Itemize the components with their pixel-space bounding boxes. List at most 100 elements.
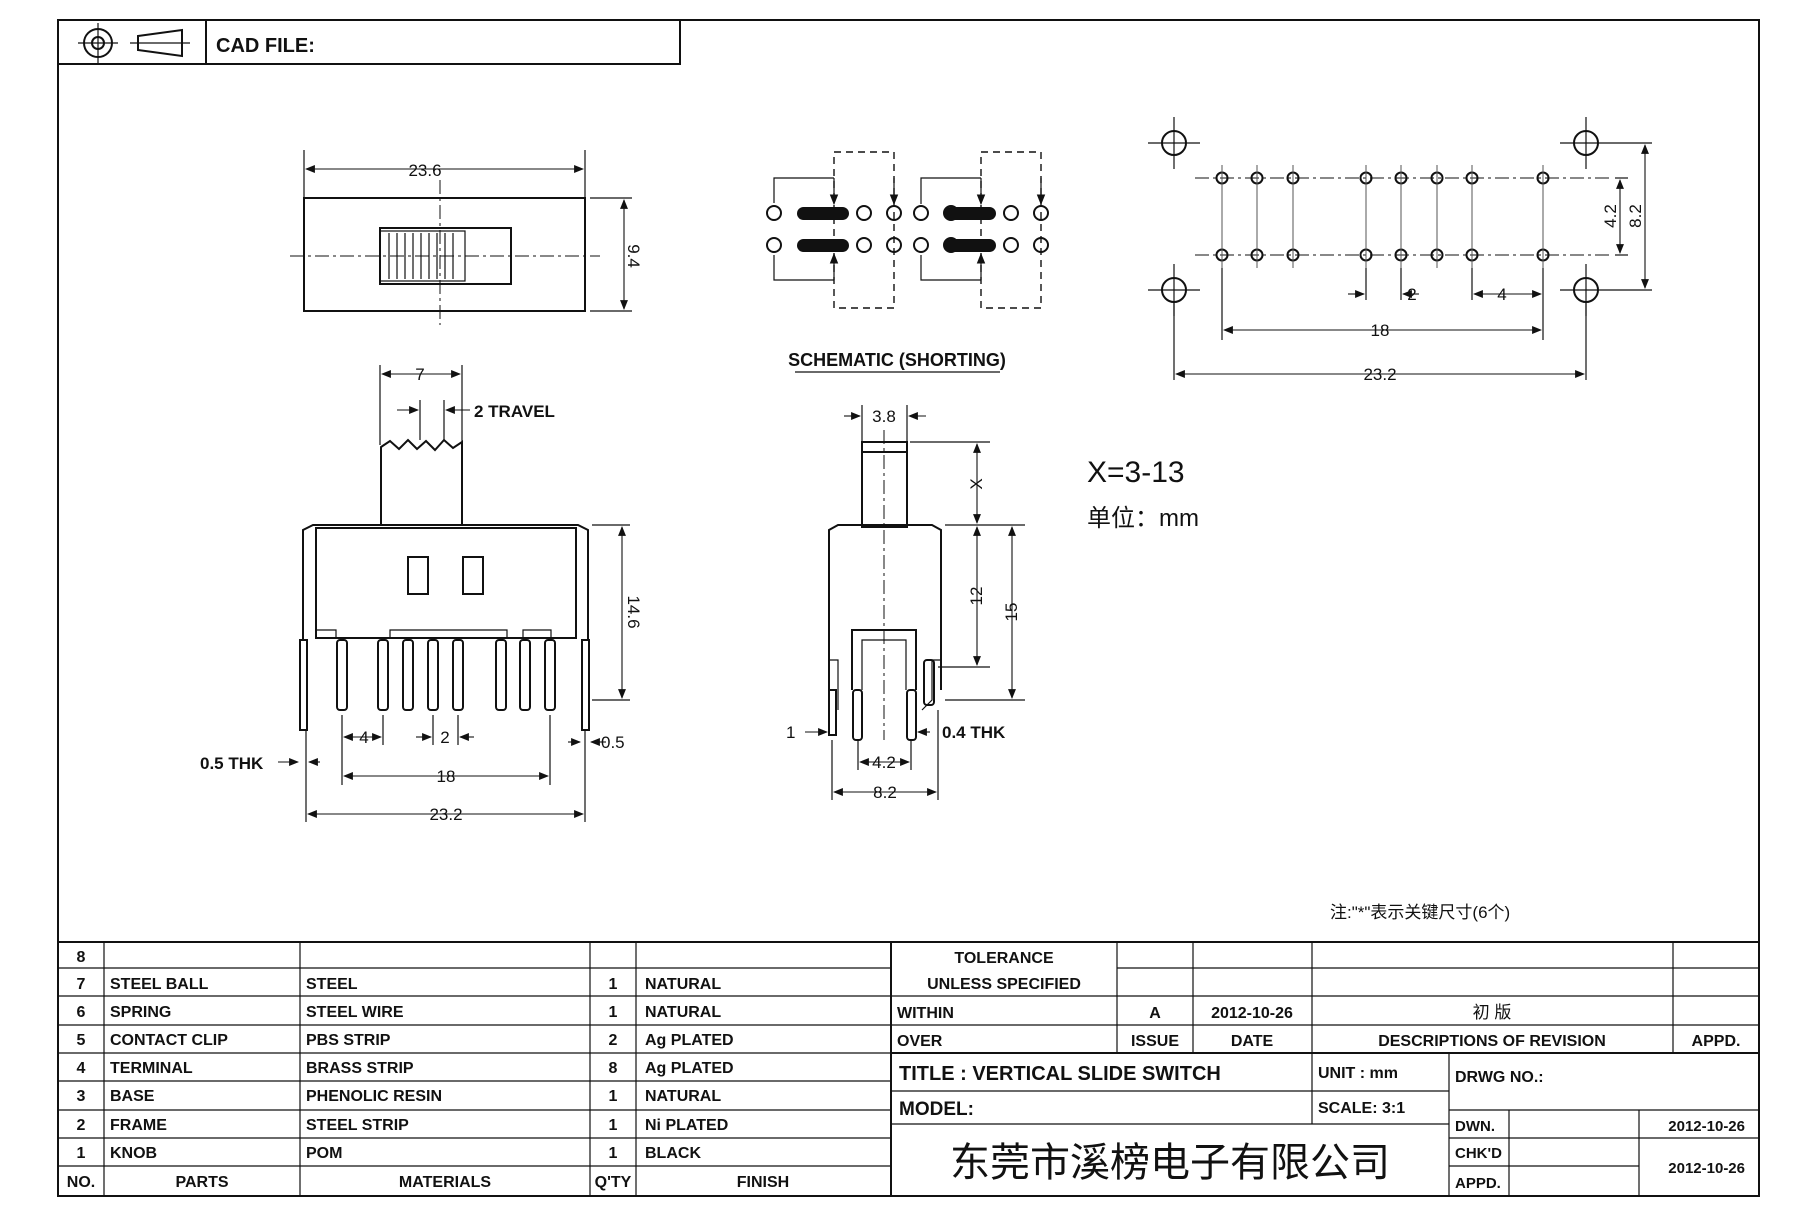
bom-material: STEEL WIRE bbox=[306, 1004, 404, 1021]
appd-label: APPD. bbox=[1692, 1033, 1741, 1050]
appd2-label: APPD. bbox=[1455, 1175, 1501, 1192]
bom-part: BASE bbox=[110, 1088, 155, 1105]
bom-finish: NATURAL bbox=[645, 1004, 721, 1021]
chkd-label: CHK'D bbox=[1455, 1145, 1502, 1162]
pin-holes bbox=[1215, 171, 1550, 262]
bom-part: CONTACT CLIP bbox=[110, 1032, 228, 1049]
travel-label: 2 TRAVEL bbox=[474, 402, 555, 421]
bom-part: SPRING bbox=[110, 1004, 171, 1021]
dwn-date: 2012-10-26 bbox=[1668, 1118, 1745, 1135]
contact-bar bbox=[944, 207, 996, 220]
pcb-layout-view: 4.2 8.2 2 4 18 23.2 bbox=[1148, 117, 1652, 384]
bom-row: 1 KNOB POM 1 BLACK bbox=[77, 1145, 702, 1162]
top-height-dim: 9.4 bbox=[624, 244, 643, 268]
front-overall-dim: 23.2 bbox=[429, 805, 462, 824]
side-width-dim: 8.2 bbox=[873, 783, 897, 802]
bom-material: POM bbox=[306, 1145, 342, 1162]
issue-label: ISSUE bbox=[1131, 1033, 1179, 1050]
title-block: TOLERANCE UNLESS SPECIFIED WITHIN OVER A… bbox=[890, 941, 1760, 1197]
bom-qty: 1 bbox=[609, 1117, 618, 1134]
cad-file-label: CAD FILE: bbox=[216, 35, 315, 57]
actuator-width-dim: 7 bbox=[415, 365, 424, 384]
drawing-title: TITLE : VERTICAL SLIDE SWITCH bbox=[899, 1063, 1221, 1085]
bom-no: 7 bbox=[77, 976, 86, 993]
unless-specified-label: UNLESS SPECIFIED bbox=[927, 976, 1081, 993]
bom-header-finish: FINISH bbox=[737, 1174, 789, 1191]
rev-date: 2012-10-26 bbox=[1211, 1005, 1293, 1022]
bom-header-parts: PARTS bbox=[175, 1174, 228, 1191]
bom-qty: 1 bbox=[609, 1004, 618, 1021]
bom-material: STEEL bbox=[306, 976, 358, 993]
company-name: 东莞市溪榜电子有限公司 bbox=[950, 1141, 1390, 1185]
bom-no: 6 bbox=[77, 1004, 86, 1021]
bom-qty: 8 bbox=[609, 1060, 618, 1077]
bom-row: 4 TERMINAL BRASS STRIP 8 Ag PLATED bbox=[77, 1060, 734, 1077]
contact-bar bbox=[797, 239, 849, 252]
pitch-large-dim: 4 bbox=[1497, 285, 1506, 304]
chkd-date: 2012-10-26 bbox=[1668, 1160, 1745, 1177]
desc-of-revision-label: DESCRIPTIONS OF REVISION bbox=[1378, 1033, 1606, 1050]
outer-height-dim: 8.2 bbox=[1626, 204, 1645, 228]
bom-no: 4 bbox=[77, 1060, 86, 1077]
bom-part: TERMINAL bbox=[110, 1060, 193, 1077]
dwn-label: DWN. bbox=[1455, 1118, 1495, 1135]
side-thk-label: 0.4 THK bbox=[942, 723, 1006, 742]
dim-15: 15 bbox=[1002, 603, 1021, 622]
bom-row: 6 SPRING STEEL WIRE 1 NATURAL bbox=[77, 1004, 722, 1021]
bom-no: 1 bbox=[77, 1145, 86, 1162]
bom-finish: Ag PLATED bbox=[645, 1032, 734, 1049]
bom-finish: NATURAL bbox=[645, 1088, 721, 1105]
bom-qty: 1 bbox=[609, 1145, 618, 1162]
bom-row: 2 FRAME STEEL STRIP 1 Ni PLATED bbox=[77, 1117, 729, 1134]
dim-12: 12 bbox=[967, 587, 986, 606]
dim-1: 1 bbox=[786, 723, 795, 742]
bom-finish: BLACK bbox=[645, 1145, 701, 1162]
bom-finish: NATURAL bbox=[645, 976, 721, 993]
bom-qty: 1 bbox=[609, 976, 618, 993]
mount-span-dim: 23.2 bbox=[1363, 365, 1396, 384]
bom-no: 3 bbox=[77, 1088, 86, 1105]
within-label: WITHIN bbox=[897, 1005, 954, 1022]
bom-no: 5 bbox=[77, 1032, 86, 1049]
bom-header-qty: Q'TY bbox=[595, 1174, 632, 1191]
variant-formula: X=3-13 bbox=[1087, 456, 1185, 489]
projection-symbol-icon bbox=[78, 23, 190, 63]
model-label: MODEL: bbox=[899, 1099, 974, 1120]
unit-label: 单位：mm bbox=[1087, 505, 1199, 532]
scale-field: SCALE: 3:1 bbox=[1318, 1100, 1405, 1117]
bom-qty: 2 bbox=[609, 1032, 618, 1049]
contact-bar bbox=[797, 207, 849, 220]
front-pin-span-dim: 18 bbox=[437, 767, 456, 786]
bom-part: FRAME bbox=[110, 1117, 167, 1134]
pitch-small-dim: 2 bbox=[1407, 285, 1416, 304]
row-pitch-dim: 4.2 bbox=[1601, 204, 1620, 228]
bom-finish: Ag PLATED bbox=[645, 1060, 734, 1077]
side-actuator-dim: 3.8 bbox=[872, 407, 896, 426]
x-dim: X bbox=[967, 478, 986, 489]
schematic-view: SCHEMATIC (SHORTING) bbox=[766, 151, 1049, 373]
knob-ribs bbox=[388, 233, 454, 279]
bom-qty: 1 bbox=[609, 1088, 618, 1105]
bom-material: PHENOLIC RESIN bbox=[306, 1088, 442, 1105]
bom-row: 5 CONTACT CLIP PBS STRIP 2 Ag PLATED bbox=[77, 1032, 734, 1049]
bom-header-materials: MATERIALS bbox=[399, 1174, 491, 1191]
bom-material: STEEL STRIP bbox=[306, 1117, 409, 1134]
pin-span-dim: 18 bbox=[1371, 321, 1390, 340]
thk-left-label: 0.5 THK bbox=[200, 754, 264, 773]
bom-no: 2 bbox=[77, 1117, 86, 1134]
front-view: 7 2 TRAVEL 14.6 bbox=[200, 365, 643, 824]
terminals-left bbox=[766, 205, 929, 253]
side-row-pitch-dim: 4.2 bbox=[872, 753, 896, 772]
bom-part: STEEL BALL bbox=[110, 976, 209, 993]
pitch-4-dim: 4 bbox=[359, 728, 368, 747]
right-tab-dim: 0.5 bbox=[601, 733, 625, 752]
terminal-pins bbox=[299, 639, 590, 731]
date-label: DATE bbox=[1231, 1033, 1274, 1050]
bom-row: 8 bbox=[77, 949, 86, 966]
bom-material: PBS STRIP bbox=[306, 1032, 391, 1049]
over-label: OVER bbox=[897, 1033, 943, 1050]
tolerance-label: TOLERANCE bbox=[954, 950, 1054, 967]
bom-row: 3 BASE PHENOLIC RESIN 1 NATURAL bbox=[77, 1088, 722, 1105]
bom-row: 7 STEEL BALL STEEL 1 NATURAL bbox=[77, 976, 722, 993]
top-view: 23.6 9.4 bbox=[290, 150, 643, 325]
